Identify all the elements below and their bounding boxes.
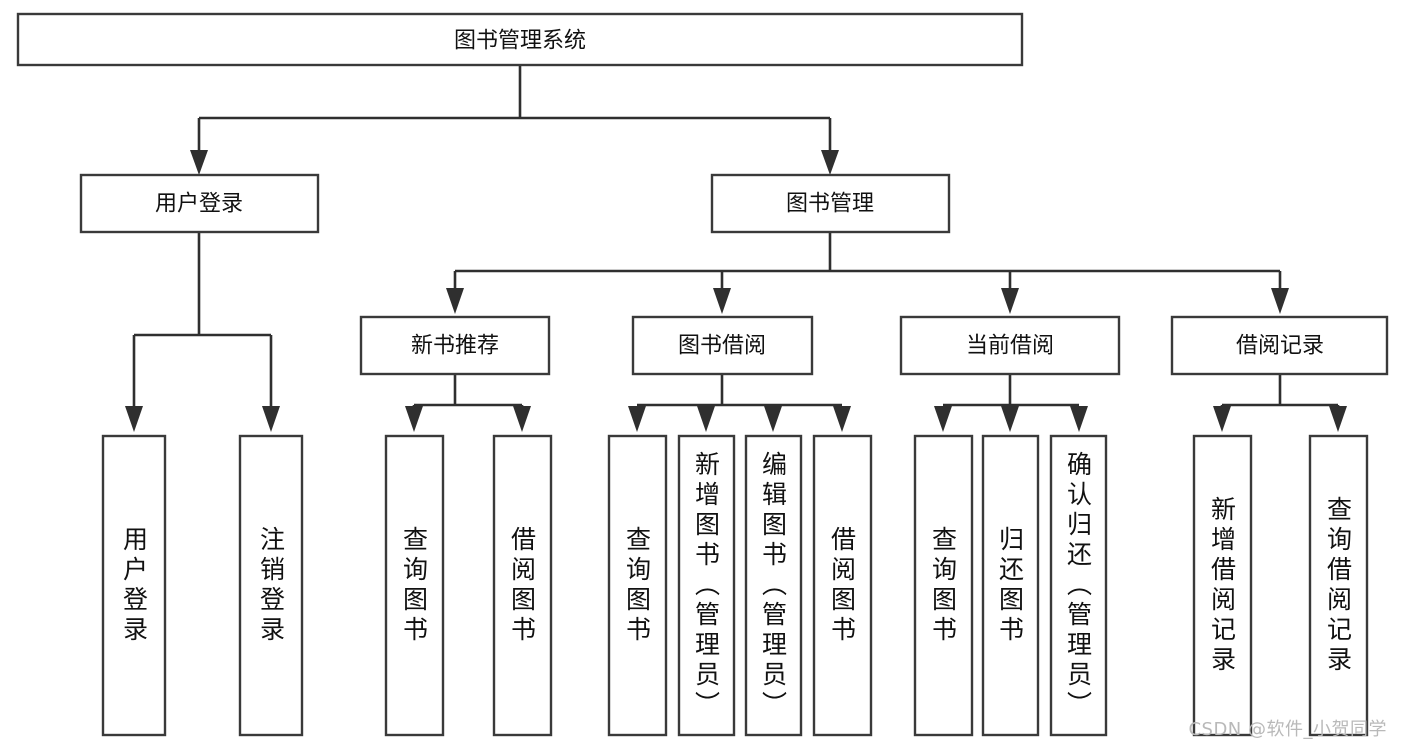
leaf-label: 新增借阅记录 — [1208, 496, 1237, 676]
node-user-login-box[interactable] — [79, 173, 320, 234]
arrow-head-newbook-leaf2 — [513, 406, 531, 432]
node-root[interactable]: 图书管理系统 — [16, 12, 1024, 67]
node-new-book-recommend[interactable]: 新书推荐 — [359, 315, 551, 376]
node-root-box[interactable] — [16, 12, 1024, 67]
leaf-current-query-book[interactable]: 查询图书 — [913, 434, 974, 737]
node-borrow-record-label: 借阅记录 — [1236, 334, 1324, 359]
arrow-head-record-leaf1 — [1213, 406, 1231, 432]
arrow-head-borrow-leaf3 — [764, 406, 782, 432]
leaf-label: 借阅图书 — [828, 526, 857, 646]
arrow-head-current-leaf1 — [934, 406, 952, 432]
connector-layer — [125, 65, 1347, 432]
node-current-borrow-box[interactable] — [899, 315, 1121, 376]
arrow-head-book-manage — [821, 150, 839, 175]
leaf-label: 查询图书 — [623, 526, 652, 646]
node-book-borrow[interactable]: 图书借阅 — [631, 315, 814, 376]
arrow-head-borrow-leaf2 — [697, 406, 715, 432]
leaf-label: 新增图书（管理员） — [692, 451, 721, 721]
leaf-new-book-borrow[interactable]: 借阅图书 — [492, 434, 553, 737]
arrow-head-current — [1001, 288, 1019, 314]
arrow-head-borrow-leaf4 — [833, 406, 851, 432]
leaf-label: 查询借阅记录 — [1324, 496, 1353, 676]
node-book-borrow-label: 图书借阅 — [678, 334, 766, 359]
leaf-borrow-edit-book[interactable]: 编辑图书（管理员） — [744, 434, 803, 737]
leaf-borrow-query-book[interactable]: 查询图书 — [607, 434, 668, 737]
leaf-label: 查询图书 — [400, 526, 429, 646]
node-new-book-recommend-box[interactable] — [359, 315, 551, 376]
leaf-label: 注销登录 — [257, 526, 286, 646]
node-user-login-label: 用户登录 — [155, 192, 243, 217]
leaf-box[interactable] — [677, 434, 736, 737]
arrow-head-borrow-leaf1 — [628, 406, 646, 432]
node-borrow-record[interactable]: 借阅记录 — [1170, 315, 1389, 376]
arrow-head-borrow — [713, 288, 731, 314]
leaf-label: 确认归还（管理员） — [1064, 451, 1093, 721]
leaf-user-login-logout[interactable]: 注销登录 — [238, 434, 304, 737]
leaf-box[interactable] — [1192, 434, 1253, 737]
node-book-borrow-box[interactable] — [631, 315, 814, 376]
leaf-box[interactable] — [1308, 434, 1369, 737]
leaf-record-add[interactable]: 新增借阅记录 — [1192, 434, 1253, 737]
node-root-label: 图书管理系统 — [454, 29, 586, 54]
leaf-box[interactable] — [981, 434, 1040, 737]
leaf-box[interactable] — [492, 434, 553, 737]
arrow-head-current-leaf3 — [1070, 406, 1088, 432]
leaf-borrow-add-book[interactable]: 新增图书（管理员） — [677, 434, 736, 737]
arrow-head-record-leaf2 — [1329, 406, 1347, 432]
arrow-head-user-login — [190, 150, 208, 175]
leaf-box[interactable] — [913, 434, 974, 737]
arrow-head-newbook — [446, 288, 464, 314]
arrow-head-leaf-user-login — [125, 406, 143, 432]
leaf-label: 用户登录 — [120, 526, 149, 646]
node-borrow-record-box[interactable] — [1170, 315, 1389, 376]
leaf-label: 借阅图书 — [508, 526, 537, 646]
leaf-borrow-borrow-book[interactable]: 借阅图书 — [812, 434, 873, 737]
arrow-head-leaf-logout — [262, 406, 280, 432]
arrow-head-current-leaf2 — [1001, 406, 1019, 432]
node-book-manage[interactable]: 图书管理 — [710, 173, 951, 234]
leaf-label: 编辑图书（管理员） — [759, 451, 788, 721]
node-user-login[interactable]: 用户登录 — [79, 173, 320, 234]
leaf-box[interactable] — [1049, 434, 1108, 737]
leaf-box[interactable] — [238, 434, 304, 737]
leaf-current-confirm-return[interactable]: 确认归还（管理员） — [1049, 434, 1108, 737]
leaf-box[interactable] — [607, 434, 668, 737]
arrow-head-record — [1271, 288, 1289, 314]
leaf-box[interactable] — [101, 434, 167, 737]
leaf-box[interactable] — [744, 434, 803, 737]
leaf-label: 查询图书 — [929, 526, 958, 646]
leaf-record-query[interactable]: 查询借阅记录 — [1308, 434, 1369, 737]
arrow-head-newbook-leaf1 — [405, 406, 423, 432]
leaf-current-return-book[interactable]: 归还图书 — [981, 434, 1040, 737]
leaf-new-book-query[interactable]: 查询图书 — [384, 434, 445, 737]
leaf-user-login-login[interactable]: 用户登录 — [101, 434, 167, 737]
leaf-label: 归还图书 — [996, 526, 1025, 646]
node-book-manage-label: 图书管理 — [786, 192, 874, 217]
node-book-manage-box[interactable] — [710, 173, 951, 234]
leaf-box[interactable] — [384, 434, 445, 737]
node-current-borrow-label: 当前借阅 — [966, 334, 1054, 359]
leaf-box[interactable] — [812, 434, 873, 737]
node-current-borrow[interactable]: 当前借阅 — [899, 315, 1121, 376]
node-new-book-recommend-label: 新书推荐 — [411, 334, 499, 359]
